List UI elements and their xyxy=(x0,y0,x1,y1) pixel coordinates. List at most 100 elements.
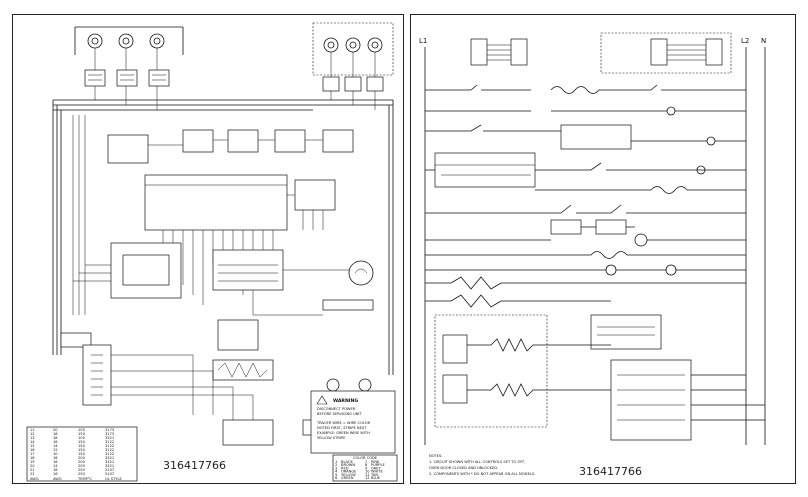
right-switch-group xyxy=(312,22,394,92)
note-line: 1. CIRCUIT SHOWN WITH ALL CONTROLS SET T… xyxy=(429,460,526,464)
tracer-note: NOTED FIRST, STRIPE NEXT xyxy=(317,426,367,430)
gauge-cell: 21 xyxy=(30,468,35,472)
color-code-cell: 12 xyxy=(365,476,370,480)
gauge-cell: 3321 xyxy=(105,464,114,468)
gauge-cell: 150 xyxy=(78,440,86,444)
gauge-cell: 14 xyxy=(30,440,35,444)
gauge-cell: 250 xyxy=(78,472,86,476)
surface-control-board xyxy=(610,359,765,441)
harness-runs xyxy=(52,86,394,375)
ladder-rungs xyxy=(425,84,746,150)
gauge-cell: 3122 xyxy=(105,444,114,448)
gauge-header-cell: UL STYLE xyxy=(105,477,122,481)
gauge-cell: 3122 xyxy=(105,452,114,456)
color-code-cell: BROWN xyxy=(341,463,355,467)
gauge-cell: 14 xyxy=(53,464,58,468)
gauge-cell: 200 xyxy=(78,460,86,464)
color-code-cell: TAN xyxy=(370,473,378,477)
gauge-cell: 5107 xyxy=(105,472,114,476)
color-code-cell: RED xyxy=(341,466,349,470)
tracer-note: TRACER WIRE = WIRE COLOR xyxy=(316,421,371,425)
gauge-cell: 3122 xyxy=(105,440,114,444)
schematic-sheet: L1 L2 N xyxy=(410,14,796,484)
schematic-diagram: L1 L2 N xyxy=(419,32,766,478)
color-code-cell: WHITE xyxy=(371,470,384,474)
warning-title: WARNING xyxy=(333,398,358,404)
color-code-cell: 6 xyxy=(335,476,338,480)
bus-l1-label: L1 xyxy=(419,37,427,45)
bus-n-label: N xyxy=(761,37,766,45)
gauge-cell: 200 xyxy=(78,464,86,468)
color-code-cell: 10 xyxy=(365,470,370,474)
gauge-cell: 3173 xyxy=(105,432,114,436)
oven-components xyxy=(212,249,374,392)
ui-board xyxy=(590,314,662,350)
color-code-cell: 9 xyxy=(365,466,368,470)
color-code-cell: GREY xyxy=(371,466,382,470)
gauge-cell: 20 xyxy=(53,428,58,432)
tracer-note: YELLOW STRIPE xyxy=(317,436,346,440)
note-line: 2. COMPONENTS WITH * DO NOT APPEAR ON AL… xyxy=(429,472,535,476)
warning-line: BEFORE SERVICING UNIT xyxy=(317,412,362,416)
eoc-block xyxy=(425,152,746,194)
gauge-cell: 12 xyxy=(30,432,35,436)
gauge-header-cell: TEMP°C xyxy=(77,477,93,481)
color-code-cell: 4 xyxy=(335,470,338,474)
tracer-note: EXAMPLE: GREEN WIRE WITH xyxy=(317,431,370,435)
gauge-cell: 3122 xyxy=(105,448,114,452)
color-code-title: COLOR CODE xyxy=(353,456,378,460)
gauge-cell: 16 xyxy=(53,472,58,476)
left-switch-group xyxy=(74,26,184,87)
color-code-cell: 11 xyxy=(365,473,370,477)
gauge-cell: 17 xyxy=(30,452,35,456)
gauge-cell: 16 xyxy=(53,440,58,444)
part-number: 316417766 xyxy=(163,459,226,472)
gauge-cell: 105 xyxy=(78,428,85,432)
notes-block: NOTES: 1. CIRCUIT SHOWN WITH ALL CONTROL… xyxy=(429,454,535,476)
gauge-cell: 105 xyxy=(78,436,85,440)
part-number: 316417766 xyxy=(579,465,642,478)
user-interface-board xyxy=(60,242,182,348)
color-code-cell: 1 xyxy=(335,460,337,464)
gauge-cell: 15 xyxy=(30,444,35,448)
color-code-cell: PINK xyxy=(371,460,380,464)
bake-broil-elements xyxy=(425,276,746,308)
gauge-cell: 18 xyxy=(30,456,35,460)
surface-unit-row xyxy=(107,129,354,164)
gauge-cell: 150 xyxy=(78,444,86,448)
gauge-cell: 150 xyxy=(78,432,86,436)
disconnect-assembly xyxy=(434,314,611,428)
note-line: OVEN DOOR CLOSED AND UNLOCKED. xyxy=(429,466,498,470)
gauge-cell: 150 xyxy=(78,452,86,456)
color-code-cell: GREEN xyxy=(341,476,354,480)
gauge-cell: 250 xyxy=(78,468,86,472)
warning-line: DISCONNECT POWER xyxy=(317,407,356,411)
gauge-cell: 3173 xyxy=(105,428,114,432)
gauge-cell: 3321 xyxy=(105,460,114,464)
gauge-cell: 10 xyxy=(53,452,58,456)
gauge-cell: 18 xyxy=(53,456,58,460)
electronic-oven-control xyxy=(144,174,336,315)
color-code-cell: 5 xyxy=(335,473,337,477)
color-code-cell: 2 xyxy=(335,463,337,467)
gauge-cell: 22 xyxy=(30,472,35,476)
lock-door-rows xyxy=(425,204,746,276)
gauge-cell: 11 xyxy=(30,428,35,432)
gauge-cell: 5107 xyxy=(105,468,114,472)
gauge-cell: 20 xyxy=(30,464,35,468)
gauge-cell: 18 xyxy=(53,468,58,472)
color-code-cell: ORANGE xyxy=(341,470,357,474)
gauge-cell: 14 xyxy=(53,444,58,448)
color-code-cell: YELLOW xyxy=(341,473,356,477)
gauge-cell: 12 xyxy=(53,448,58,452)
color-code-cell: 8 xyxy=(365,463,368,467)
gauge-cell: 3321 xyxy=(105,436,114,440)
gauge-cell: 19 xyxy=(30,460,35,464)
gauge-header-cell: AWG xyxy=(30,477,39,481)
notes-title: NOTES: xyxy=(429,454,442,458)
gauge-cell: 200 xyxy=(78,456,86,460)
